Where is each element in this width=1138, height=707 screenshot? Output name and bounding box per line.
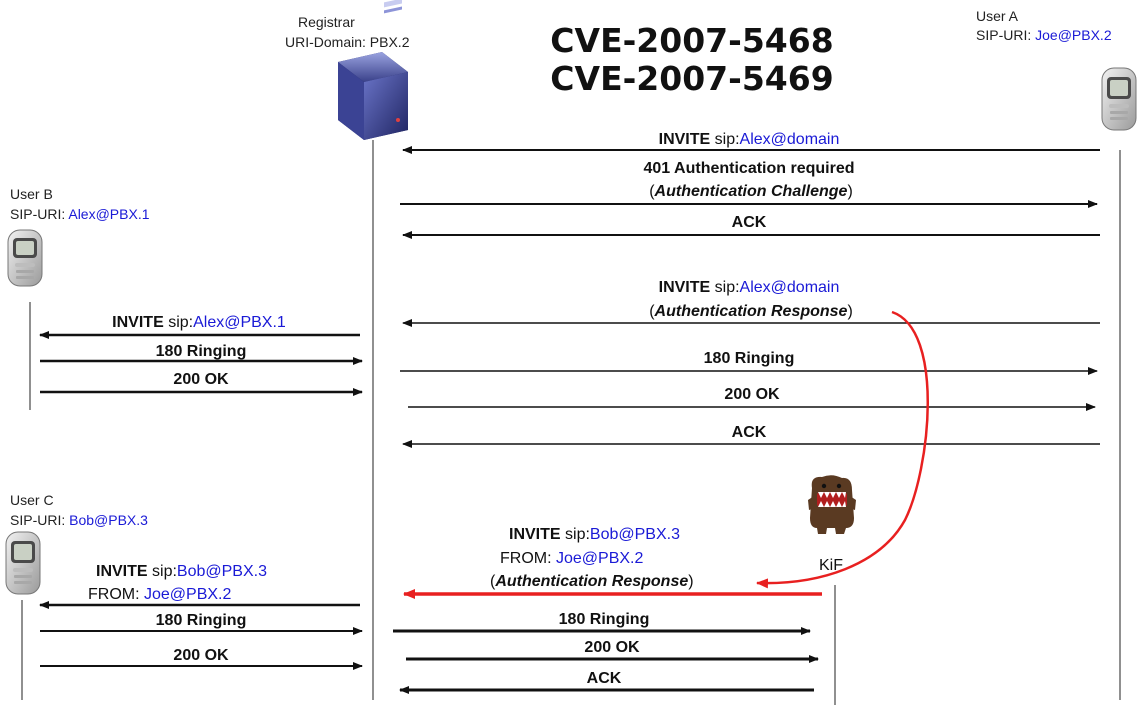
title-line-1: CVE-2007-5468 [550,21,834,60]
msg-180-b: 180 Ringing [155,343,247,360]
msg-200-b: 200 OK [173,371,229,388]
phone-icon-c [5,531,41,595]
user-a-uri: SIP-URI: Joe@PBX.2 [976,27,1112,43]
msg-kif-200: 200 OK [584,639,640,656]
msg-invite-c: INVITE sip:Bob@PBX.3 [96,563,267,580]
msg-180-c: 180 Ringing [155,612,247,629]
msg-kif-from: FROM: Joe@PBX.2 [500,550,644,567]
kif-label: KiF [819,557,843,574]
kif-monster-icon [808,475,856,534]
msg-invite-b: INVITE sip:Alex@PBX.1 [112,314,286,331]
user-a-role: User A [976,8,1019,24]
msg-invite-a: INVITE sip:Alex@domain [658,131,840,148]
msg-kif-ack: ACK [586,670,622,687]
user-b-uri: SIP-URI: Alex@PBX.1 [10,206,150,222]
phone-icon-a [1101,67,1137,131]
user-b-role: User B [10,186,53,202]
msg-200-c: 200 OK [173,647,229,664]
phone-icon-b [7,229,43,287]
msg-kif-auth: (Authentication Response) [490,573,694,590]
msg-kif-invite: INVITE sip:Bob@PBX.3 [509,526,680,543]
msg-auth-response: (Authentication Response) [649,303,853,320]
msg-invite-a2: INVITE sip:Alex@domain [658,279,840,296]
msg-180-a: 180 Ringing [703,350,795,367]
msg-auth-challenge: (Authentication Challenge) [649,183,853,200]
registrar-role: Registrar [298,14,355,30]
msg-200-a: 200 OK [724,386,780,403]
registrar-uri-domain: URI-Domain: PBX.2 [285,34,410,50]
title-line-2: CVE-2007-5469 [550,59,834,98]
msg-kif-180: 180 Ringing [558,611,650,628]
server-icon [338,0,408,140]
msg-ack-a1: ACK [731,214,767,231]
msg-401: 401 Authentication required [643,160,855,177]
user-b-uri-link[interactable]: Alex@PBX.1 [68,206,150,222]
msg-ack-a2: ACK [731,424,767,441]
user-a-uri-link[interactable]: Joe@PBX.2 [1035,27,1112,43]
intercept-curve [756,310,929,589]
user-c-uri: SIP-URI: Bob@PBX.3 [10,512,148,528]
msg-c-from: FROM: Joe@PBX.2 [88,586,232,603]
user-c-uri-link[interactable]: Bob@PBX.3 [69,512,148,528]
user-c-role: User C [10,492,54,508]
